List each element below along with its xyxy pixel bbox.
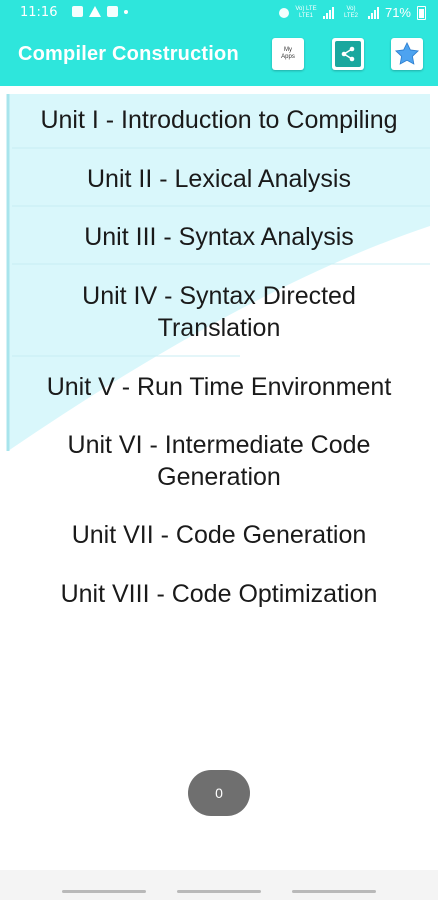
my-apps-label-line1: My — [284, 47, 292, 53]
my-apps-label-line2: Apps — [281, 54, 295, 60]
system-nav-bar — [0, 870, 438, 900]
counter-badge[interactable]: 0 — [188, 770, 250, 816]
nav-recents-handle[interactable] — [62, 890, 146, 893]
status-time: 11:16 — [20, 5, 58, 20]
unit-item-2[interactable]: Unit II - Lexical Analysis — [87, 165, 351, 193]
unit-item-5[interactable]: Unit V - Run Time Environment — [46, 372, 392, 401]
page-curl-decoration — [6, 94, 430, 451]
share-icon — [335, 41, 361, 67]
app-title: Compiler Construction — [18, 43, 239, 65]
system-icons: Vo) LTE LTE1 Vo) LTE2 71% — [278, 5, 426, 20]
warning-notification-icon — [89, 6, 101, 17]
nav-back-handle[interactable] — [292, 890, 376, 893]
my-apps-icon: My Apps — [281, 47, 295, 61]
unit-item-1[interactable]: Unit I - Introduction to Compiling — [40, 106, 398, 134]
notification-icons — [72, 6, 128, 17]
unit-item-6[interactable]: Unit VI - Intermediate Code Generation — [67, 431, 371, 491]
my-apps-button[interactable]: My Apps — [272, 38, 304, 70]
unit-list: Unit I - Introduction to Compiling Unit … — [0, 90, 438, 624]
more-notifications-dot-icon — [124, 9, 128, 14]
alarm-icon — [278, 7, 289, 18]
star-icon — [394, 41, 420, 65]
share-button[interactable] — [332, 38, 364, 70]
signal-2-icon — [367, 6, 379, 19]
network-label-2: Vo) LTE2 — [344, 5, 358, 19]
rate-button[interactable] — [391, 38, 423, 70]
battery-percent: 71% — [384, 5, 411, 20]
unit-item-7[interactable]: Unit VII - Code Generation — [71, 521, 367, 549]
unit-item-4[interactable]: Unit IV - Syntax Directed Translation — [82, 281, 356, 342]
message-notification-icon — [107, 6, 118, 17]
unit-item-3[interactable]: Unit III - Syntax Analysis — [84, 223, 354, 251]
unit-list-area: Unit I - Introduction to Compiling Unit … — [0, 86, 438, 686]
battery-icon — [417, 5, 426, 20]
app-bar: Compiler Construction My Apps — [0, 26, 438, 86]
nav-home-handle[interactable] — [177, 890, 261, 893]
network-label-1: Vo) LTE LTE1 — [295, 5, 317, 19]
image-notification-icon — [72, 6, 83, 17]
unit-item-8[interactable]: Unit VIII - Code Optimization — [60, 580, 378, 608]
status-bar: 11:16 Vo) LTE LTE1 Vo) LTE2 71% — [0, 0, 438, 26]
signal-1-icon — [322, 6, 334, 19]
